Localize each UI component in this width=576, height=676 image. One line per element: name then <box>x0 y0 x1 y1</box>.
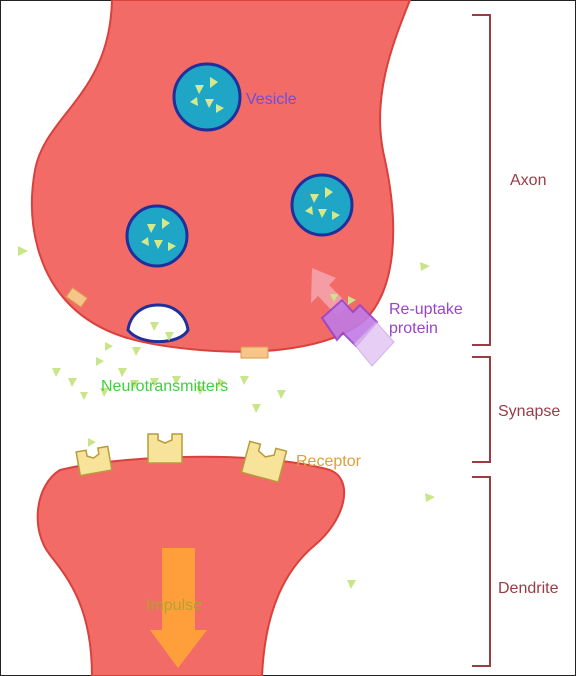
receptor-2 <box>147 433 183 464</box>
neurotransmitters <box>18 246 435 589</box>
receptor-label: Receptor <box>296 453 362 470</box>
axon-bracket <box>472 14 491 346</box>
synapse-bracket <box>472 356 491 463</box>
impulse-label: Impulse <box>146 597 202 614</box>
reuptake-label-line2: protein <box>389 320 438 337</box>
reuptake-protein-ghost <box>353 321 395 367</box>
membrane-protein <box>240 346 269 359</box>
vesicle-top <box>172 62 242 132</box>
receptor-1 <box>75 445 113 477</box>
vesicle-right <box>290 173 354 237</box>
receptor-3 <box>240 440 288 484</box>
dendrite-bracket <box>472 476 491 667</box>
dendrite-section-label: Dendrite <box>498 580 559 597</box>
reuptake-label-line1: Re-uptake <box>389 301 463 318</box>
axon-section-label: Axon <box>510 172 546 189</box>
axon-terminal <box>30 0 412 353</box>
vesicle-left <box>125 204 189 268</box>
synapse-section-label: Synapse <box>498 403 560 420</box>
impulse-arrow <box>150 548 207 668</box>
neurotransmitters-label: Neurotransmitters <box>101 378 228 395</box>
membrane-protein <box>65 287 88 308</box>
vesicle-label: Vesicle <box>246 91 297 108</box>
